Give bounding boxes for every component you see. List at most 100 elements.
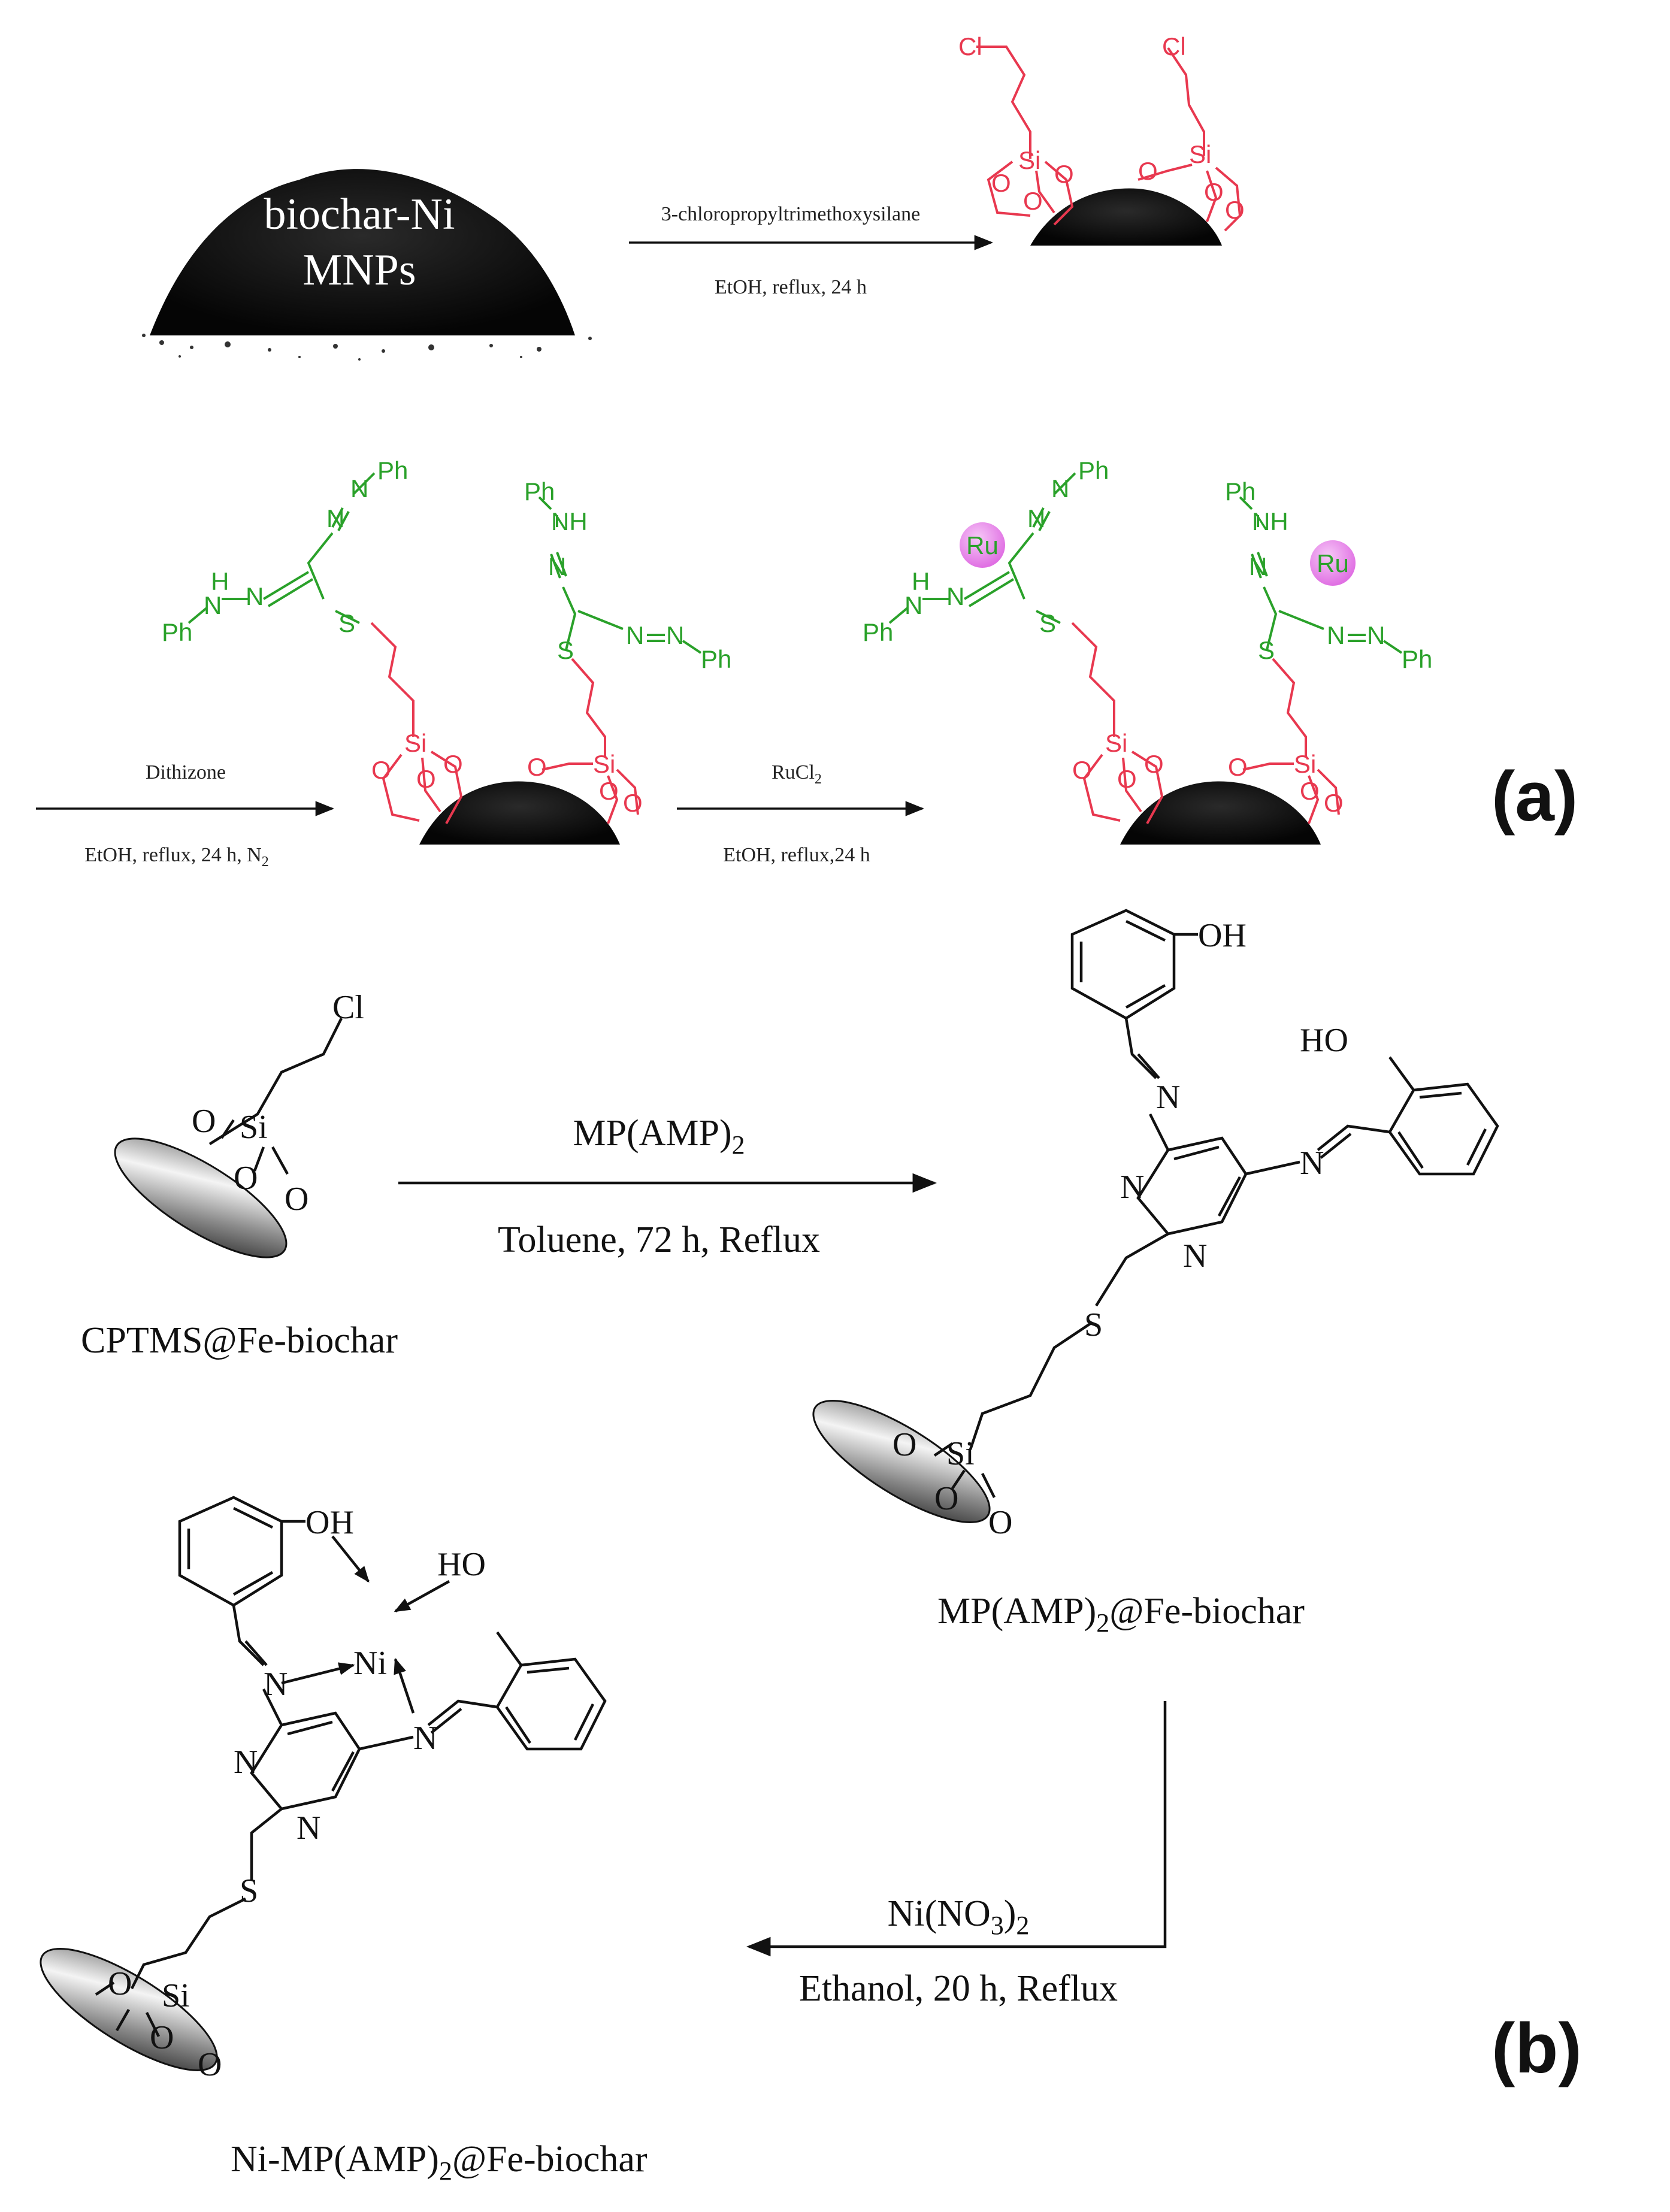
o-atom: O [623,789,643,817]
step3-arrow-group: RuCl2 EtOH, reflux,24 h [677,761,925,866]
si-atom-left: Si [1105,729,1127,757]
ho-group: HO [1300,1022,1348,1059]
step-b2-arrow [746,1701,1167,1957]
oh-group: OH [305,1504,354,1541]
cl-atom-right: Cl [1162,32,1186,60]
o-atom: O [1138,157,1158,185]
cl-atom: Cl [332,989,364,1026]
step-b2-conditions: Ethanol, 20 h, Reflux [799,1968,1118,2009]
oh-ni-arrow [331,1535,370,1583]
cptms-fe-biochar: Cl Si O O O CPTMS@Fe-biochar [81,989,398,1361]
n-atom: N [548,552,566,580]
ph-group: Ph [162,618,192,646]
step-b1-arrow-group: MP(AMP)2 Toluene, 72 h, Reflux [398,1113,937,1260]
step-b1-conditions: Toluene, 72 h, Reflux [498,1220,820,1260]
si-atom: Si [946,1435,975,1472]
o-atom: O [443,750,463,778]
panel-label-b: (b) [1491,2009,1582,2088]
n-atom: N [204,591,222,619]
oh-group: OH [1198,917,1247,954]
product2-dithizone-pile: N Ph N N H N Ph S Ph NH N S N N Ph Si Si… [162,456,731,845]
o-atom: O [991,169,1011,197]
n-atom: N [350,474,368,503]
ru-label-right: Ru [1317,549,1349,577]
o-atom: O [1204,178,1224,206]
o-atom: O [1023,187,1043,215]
step2-arrow-group: Dithizone EtOH, reflux, 24 h, N2 [36,761,335,870]
step1-reagent: 3-chloropropyltrimethoxysilane [661,203,920,225]
mp-amp2-label: MP(AMP)2@Fe-biochar [937,1591,1305,1638]
o-atom: O [192,1103,216,1140]
si-atom-right: Si [1189,140,1211,168]
start-label-line1: biochar-Ni [264,190,455,239]
ru-sphere-left [960,522,1005,568]
o-atom: O [1225,196,1245,224]
n-atom: N [1300,1145,1324,1182]
ph-group: Ph [524,477,555,506]
n-atom: N [1120,1169,1144,1206]
ph-group: Ph [377,456,408,485]
n-atom: N [946,582,964,610]
step-b2-arrow-group: Ni(NO3)2 Ethanol, 20 h, Reflux [746,1701,1167,2009]
n-atom: N [264,1666,288,1703]
step2-conditions: EtOH, reflux, 24 h, N2 [84,844,269,870]
step-b1-reagent: MP(AMP)2 [573,1113,745,1160]
si-atom-right: Si [1294,750,1316,778]
step-b2-reagent: Ni(NO3)2 [888,1893,1030,1940]
s-atom: S [338,609,355,637]
step1-conditions: EtOH, reflux, 24 h [715,276,867,298]
n-atom: N [1249,552,1267,580]
o-atom: O [234,1160,258,1197]
nh-group: NH [1252,507,1288,535]
n-atom: N [297,1809,320,1847]
o-atom: O [1144,750,1164,778]
biochar-ni-pile: biochar-Ni MNPs [142,169,592,361]
n2-ni-arrow [394,1657,415,1714]
ni-atom: Ni [353,1645,387,1682]
step3-reagent: RuCl2 [772,761,822,787]
o-atom: O [988,1504,1012,1541]
o-atom: O [285,1181,308,1218]
ph-group: Ph [701,645,731,673]
o-atom: O [1054,160,1074,188]
ho-ni-arrow [394,1580,450,1612]
s-atom: S [1258,636,1275,664]
step1-arrow-group: 3-chloropropyltrimethoxysilane EtOH, ref… [629,203,994,298]
ph-group: Ph [1225,477,1255,506]
o-atom: O [416,765,436,793]
ni-mp-amp2-fe-biochar: OH Ni HO N N N N S Si O O O Ni-MP(AMP)2@… [40,1496,648,2186]
o-atom: O [527,753,547,781]
n-atom: N [1027,504,1045,532]
n-atom: N [626,621,644,649]
step3-conditions: EtOH, reflux,24 h [723,844,870,866]
o-atom: O [1300,777,1320,805]
o-atom: O [198,2046,222,2083]
n-atom: N [1156,1079,1180,1116]
start-label-line2: MNPs [302,246,416,295]
step2-reagent: Dithizone [146,761,226,783]
si-atom: Si [240,1109,268,1146]
n-ni-arrow [281,1662,355,1685]
nh-group: NH [551,507,588,535]
o-atom: O [1072,756,1092,784]
s-atom: S [557,636,574,664]
ph-group: Ph [1078,456,1109,485]
ph-group: Ph [1402,645,1432,673]
ru-sphere-right [1310,540,1356,586]
s-atom: S [1039,609,1056,637]
ni-mp-amp2-label: Ni-MP(AMP)2@Fe-biochar [231,2139,648,2186]
o-atom: O [1324,789,1344,817]
cl-atom-left: Cl [958,32,982,60]
n-atom: N [1327,621,1345,649]
ph-group: Ph [863,618,893,646]
cptms-label: CPTMS@Fe-biochar [81,1320,398,1361]
o-atom: O [599,777,619,805]
n-atom: N [326,504,344,532]
o-atom: O [108,1965,132,2002]
product3-ru-complex-pile: Ru Ru N Ph N N H N Ph S Ph NH N S N N Ph… [863,456,1432,845]
si-atom-left: Si [404,729,426,757]
h-atom: H [211,567,229,595]
n-atom: N [234,1744,258,1781]
si-atom-left: Si [1018,146,1040,174]
